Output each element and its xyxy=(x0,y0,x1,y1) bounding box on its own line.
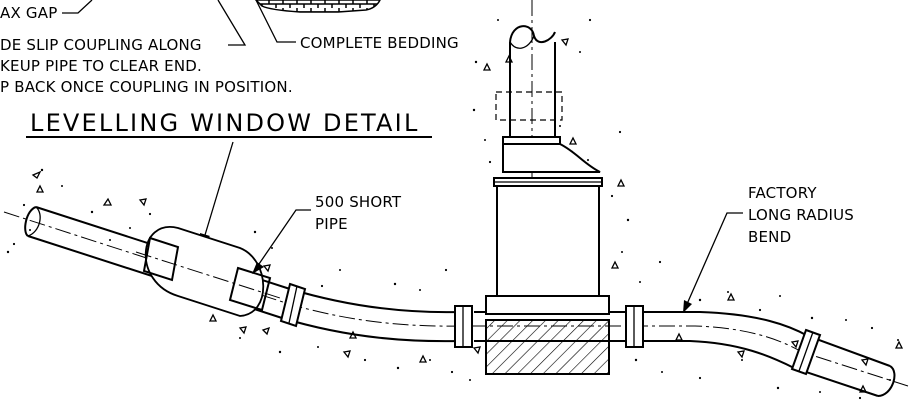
junction-body xyxy=(496,185,600,297)
bend-label-line3: BEND xyxy=(748,228,791,246)
levelling-window xyxy=(135,226,281,317)
pipe-end-in-window xyxy=(142,236,180,282)
note-line-3: P BACK ONCE COUPLING IN POSITION. xyxy=(0,78,293,96)
soil-speckle xyxy=(6,18,899,400)
bend-label-line1: FACTORY xyxy=(748,184,817,202)
concrete-bed-block xyxy=(485,319,610,375)
max-gap-label: AX GAP xyxy=(0,4,57,22)
levelling-window-outline xyxy=(144,226,265,317)
riser-reducer xyxy=(502,143,601,173)
pipe-right-lower-edge xyxy=(644,340,879,397)
note-leader xyxy=(217,0,247,46)
coupling-left xyxy=(279,282,307,328)
detail-title: LEVELLING WINDOW DETAIL xyxy=(30,109,420,137)
bedding-top-blob xyxy=(254,0,381,13)
slip-coupling-note: DE SLIP COUPLING ALONG KEUP PIPE TO CLEA… xyxy=(0,36,293,96)
bend-label-line2: LONG RADIUS xyxy=(748,206,854,224)
short-pipe-label-line2: PIPE xyxy=(315,215,348,233)
short-pipe-leader xyxy=(258,209,311,265)
detail-leader xyxy=(204,141,234,236)
bend-leader xyxy=(686,212,743,305)
pipe-right-end xyxy=(877,365,896,397)
coupling-mid-right xyxy=(625,305,644,348)
short-pipe-arrow xyxy=(252,262,264,274)
short-pipe-label-line1: 500 SHORT xyxy=(315,193,402,211)
coupling-mid-left xyxy=(454,305,473,348)
riser-socket xyxy=(502,136,561,145)
coupling-right xyxy=(790,328,822,376)
complete-bedding-label: COMPLETE BEDDING xyxy=(300,34,459,52)
riser-assembly xyxy=(485,0,610,315)
short-pipe-end xyxy=(228,266,272,312)
riser-collar-dashed xyxy=(495,91,563,121)
note-line-1: DE SLIP COUPLING ALONG xyxy=(0,36,202,54)
max-gap-leader xyxy=(62,0,93,14)
note-line-2: KEUP PIPE TO CLEAR END. xyxy=(0,57,202,75)
pipe-left-end-inner xyxy=(27,206,41,237)
pipe-left-end xyxy=(24,206,37,237)
complete-bedding-leader xyxy=(255,0,296,43)
junction-base xyxy=(485,295,610,315)
window-centerline xyxy=(135,251,281,299)
riser-break-inner xyxy=(509,35,535,49)
bend-arrow xyxy=(683,300,692,313)
